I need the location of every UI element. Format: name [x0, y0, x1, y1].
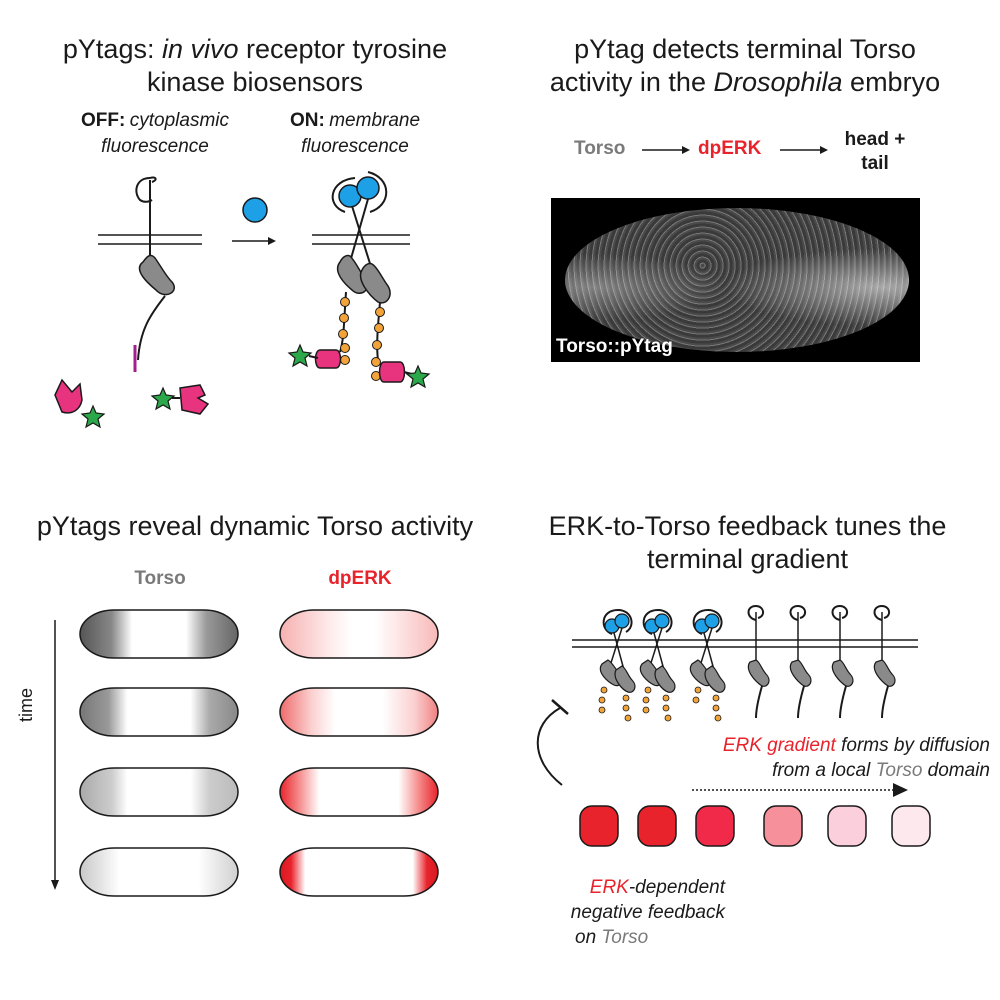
- feedback-diagram: [536, 604, 931, 847]
- gradient-note: ERK gradient forms by diffusion from a l…: [722, 735, 990, 781]
- column-dperk-label: dpERK: [328, 568, 392, 589]
- column-torso-label: Torso: [134, 568, 186, 589]
- cell-4: [763, 805, 803, 847]
- binder-right: [150, 384, 210, 415]
- on-state-label: ON: membrane fluorescence: [289, 110, 421, 157]
- active-receptor-1: [598, 608, 636, 722]
- pathway-head-tail: head +tail: [844, 129, 906, 174]
- binder-left: [54, 378, 106, 429]
- ligand-free: [242, 197, 268, 223]
- feedback-note: ERK-dependent negative feedback on Torso: [570, 877, 725, 948]
- diffusion-arrow: [692, 783, 908, 797]
- panel-b-title: pYtag detects terminal Torso activity in…: [549, 34, 941, 97]
- panel-c-title: pYtags reveal dynamic Torso activity: [36, 511, 474, 541]
- pathway-dperk: dpERK: [698, 138, 762, 159]
- cell-gradient: [579, 805, 931, 847]
- torso-embryo-t3: [79, 767, 239, 817]
- embryo-image: [565, 208, 909, 352]
- embryo-micrograph: Torso::pYtag: [551, 198, 920, 362]
- dperk-embryo-t4: [279, 847, 439, 897]
- cell-2: [637, 805, 677, 847]
- active-receptor-3: [689, 608, 726, 722]
- active-receptor-2: [639, 608, 676, 722]
- activation-arrow: [232, 237, 276, 245]
- dperk-embryo-t2: [279, 687, 439, 737]
- receptor-dimer-on: [287, 171, 431, 389]
- cell-3: [695, 805, 735, 847]
- cell-6: [891, 805, 931, 847]
- cell-5: [827, 805, 867, 847]
- torso-embryo-t4: [79, 847, 239, 897]
- cell-1: [579, 805, 619, 847]
- torso-embryo-t1: [79, 609, 239, 659]
- inactive-receptors: [747, 604, 896, 719]
- membrane-d: [572, 639, 918, 648]
- dperk-embryo-t3: [279, 767, 439, 817]
- micrograph-caption: Torso::pYtag: [556, 336, 673, 357]
- off-state-label: OFF: cytoplasmic fluorescence: [80, 110, 230, 157]
- receptor-off: [133, 176, 175, 372]
- biosensor-diagram: [54, 171, 431, 429]
- time-label: time: [16, 688, 36, 723]
- pathway-torso: Torso: [574, 138, 626, 159]
- dperk-embryo-t1: [279, 609, 439, 659]
- embryo-time-series: [51, 609, 439, 897]
- torso-embryo-t2: [79, 687, 239, 737]
- panel-a-title: pYtags: in vivo receptor tyrosine kinase…: [62, 34, 448, 97]
- feedback-inhibition-arc: [536, 699, 569, 786]
- time-arrow: [51, 620, 59, 890]
- panel-d-title: ERK-to-Torso feedback tunes the terminal…: [548, 511, 947, 574]
- pathway-arrows: [642, 146, 828, 154]
